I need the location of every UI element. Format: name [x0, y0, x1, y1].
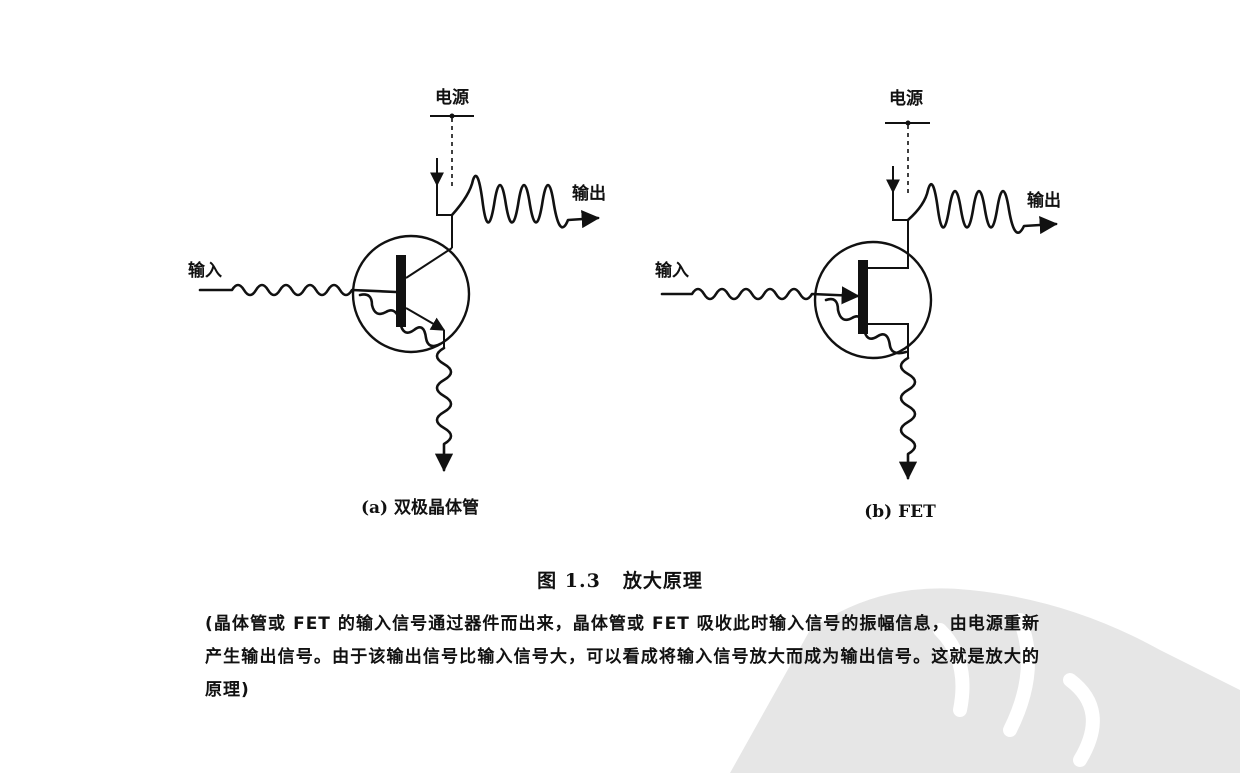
- caption-b: (b) FET: [864, 502, 936, 522]
- figure-title: 图 1.3 放大原理: [0, 566, 1240, 593]
- amplification-diagram: 电源 输出 输入 (a) 双极晶体管 电源 输出 输入: [188, 87, 1061, 522]
- power-label: 电源: [889, 88, 923, 109]
- power-node: [905, 120, 911, 126]
- drain-wire: [892, 192, 909, 258]
- output-label: 输出: [572, 183, 606, 204]
- power-node: [449, 113, 455, 119]
- figure-title-text: 放大原理: [622, 570, 703, 592]
- source-wave: [898, 356, 918, 480]
- channel-bar: [858, 260, 868, 334]
- output-wave: [906, 183, 1058, 235]
- fet-envelope: [813, 240, 933, 360]
- fet-circuit: 电源 输出 输入 (b) FET: [655, 88, 1061, 522]
- bipolar-transistor-circuit: 电源 输出 输入 (a) 双极晶体管: [188, 87, 606, 518]
- caption-a: (a) 双极晶体管: [361, 497, 479, 518]
- transistor-envelope: [351, 234, 471, 354]
- emitter-arrow: [405, 307, 446, 331]
- collector-lead: [405, 247, 453, 279]
- output-label: 输出: [1027, 190, 1061, 211]
- base-signal-wave: [358, 293, 442, 348]
- drain-lead: [868, 258, 909, 269]
- input-label: 输入: [188, 260, 222, 281]
- base-bar: [396, 255, 406, 327]
- figure-number: 图 1.3: [537, 570, 601, 592]
- output-wave: [450, 174, 600, 229]
- collector-wire: [436, 185, 453, 248]
- power-label: 电源: [435, 87, 469, 108]
- gate-signal-wave: [824, 297, 908, 355]
- source-lead: [868, 323, 909, 358]
- input-wave: [198, 283, 398, 297]
- input-wave: [660, 286, 860, 305]
- input-label: 输入: [655, 260, 689, 281]
- emitter-wave: [434, 346, 454, 472]
- figure-caption: (晶体管或 FET 的输入信号通过器件而出来，晶体管或 FET 吸收此时输入信号…: [205, 614, 1040, 700]
